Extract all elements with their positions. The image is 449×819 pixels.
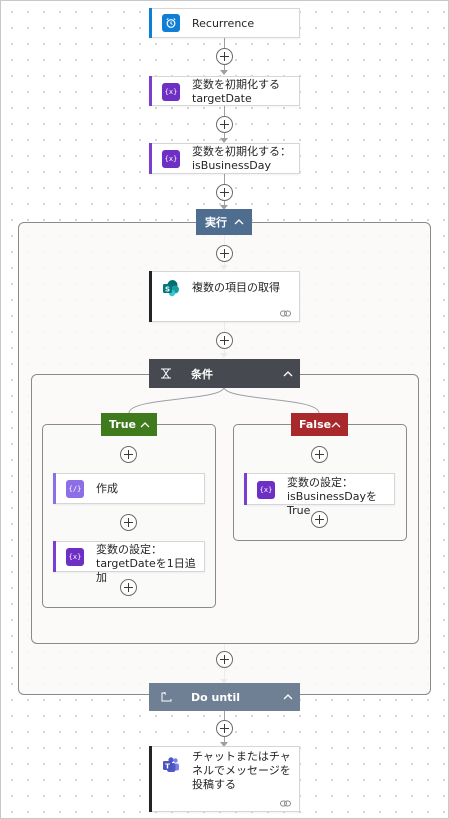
true-branch-label: True (109, 418, 137, 431)
do-until-header[interactable]: Do until (149, 683, 300, 711)
label-line: isBusinessDayをTrue (287, 490, 378, 517)
card-accent-bar (149, 271, 152, 322)
label-line: isBusinessDay (192, 159, 272, 172)
add-step-button[interactable] (216, 184, 233, 201)
set-target-date-card[interactable]: {x} 変数の設定： targetDateを1日追加 (53, 541, 205, 584)
card-accent-bar (149, 746, 152, 812)
connector-arrow (220, 205, 228, 210)
connector-arrow (220, 742, 228, 747)
do-until-label: Do until (191, 690, 240, 704)
run-scope-header[interactable]: 実行 (196, 209, 252, 235)
add-step-button[interactable] (216, 48, 233, 65)
card-accent-bar (149, 143, 152, 174)
variable-icon: {x} (66, 548, 84, 566)
get-items-card[interactable]: S 複数の項目の取得 (149, 271, 300, 322)
get-items-label: 複数の項目の取得 (192, 281, 280, 294)
set-is-business-day-label: 変数の設定： isBusinessDayをTrue (287, 476, 388, 518)
card-accent-bar (53, 473, 56, 504)
connector-arrow (220, 138, 228, 143)
card-accent-bar (149, 76, 152, 106)
label-line: 変数の設定： (96, 543, 162, 556)
add-step-button[interactable] (120, 579, 137, 596)
post-message-card[interactable]: T チャットまたはチャ ネルでメッセージを 投稿する (149, 746, 300, 812)
init-target-date-card[interactable]: {x} 変数を初期化する targetDate (149, 76, 300, 106)
chevron-up-icon[interactable] (234, 219, 244, 225)
true-branch-header[interactable]: True (101, 413, 157, 436)
connection-link-icon (280, 800, 291, 807)
add-step-button[interactable] (311, 446, 328, 463)
variable-icon: {x} (162, 83, 180, 101)
label-line: 変数の設定： (287, 476, 353, 489)
label-line: チャットまたはチャ (192, 750, 291, 763)
add-step-button[interactable] (216, 245, 233, 262)
alarm-clock-icon (162, 14, 180, 32)
set-target-date-label: 変数の設定： targetDateを1日追加 (96, 543, 198, 585)
add-step-button[interactable] (120, 446, 137, 463)
set-is-business-day-card[interactable]: {x} 変数の設定： isBusinessDayをTrue (244, 473, 395, 517)
chevron-up-icon[interactable] (283, 694, 293, 700)
label-line: ネルでメッセージを (192, 764, 291, 777)
recurrence-label: Recurrence (192, 17, 255, 30)
svg-text:S: S (165, 285, 170, 293)
svg-text:T: T (165, 762, 170, 770)
init-is-business-day-card[interactable]: {x} 変数を初期化する： isBusinessDay (149, 143, 300, 174)
add-step-button[interactable] (216, 720, 233, 737)
label-line: 変数を初期化する： (192, 145, 291, 158)
add-step-button[interactable] (311, 511, 328, 528)
init-is-business-day-label: 変数を初期化する： isBusinessDay (192, 145, 293, 173)
condition-branch-curves (128, 387, 320, 414)
false-branch-header[interactable]: False (291, 413, 348, 436)
connector-arrow (220, 70, 228, 75)
card-accent-bar (244, 473, 247, 505)
card-accent-bar (149, 8, 152, 38)
label-line: targetDateを1日追加 (96, 557, 196, 584)
compose-card[interactable]: {/} 作成 (53, 473, 205, 504)
label-line: 投稿する (192, 778, 236, 791)
false-branch-label: False (299, 418, 332, 431)
add-step-button[interactable] (216, 332, 233, 349)
variable-icon: {x} (257, 481, 275, 499)
compose-icon: {/} (66, 480, 84, 498)
label-line: targetDate (192, 92, 252, 105)
recurrence-card[interactable]: Recurrence (149, 8, 300, 38)
add-step-button[interactable] (120, 514, 137, 531)
compose-label: 作成 (96, 482, 118, 495)
add-step-button[interactable] (216, 651, 233, 668)
add-step-button[interactable] (216, 116, 233, 133)
run-scope-label: 実行 (205, 216, 227, 229)
chevron-up-icon[interactable] (140, 422, 150, 428)
condition-scope-header[interactable]: 条件 (149, 359, 300, 388)
chevron-up-icon[interactable] (331, 422, 341, 428)
sharepoint-icon: S (162, 279, 180, 297)
teams-icon: T (162, 756, 180, 774)
loop-icon (161, 692, 172, 702)
card-accent-bar (53, 541, 56, 572)
connection-link-icon (280, 310, 291, 317)
chevron-up-icon[interactable] (283, 371, 293, 377)
init-target-date-label: 変数を初期化する targetDate (192, 78, 293, 106)
post-message-label: チャットまたはチャ ネルでメッセージを 投稿する (192, 750, 293, 792)
variable-icon: {x} (162, 150, 180, 168)
condition-label: 条件 (191, 367, 213, 381)
label-line: 変数を初期化する (192, 78, 280, 91)
condition-icon (161, 368, 171, 379)
